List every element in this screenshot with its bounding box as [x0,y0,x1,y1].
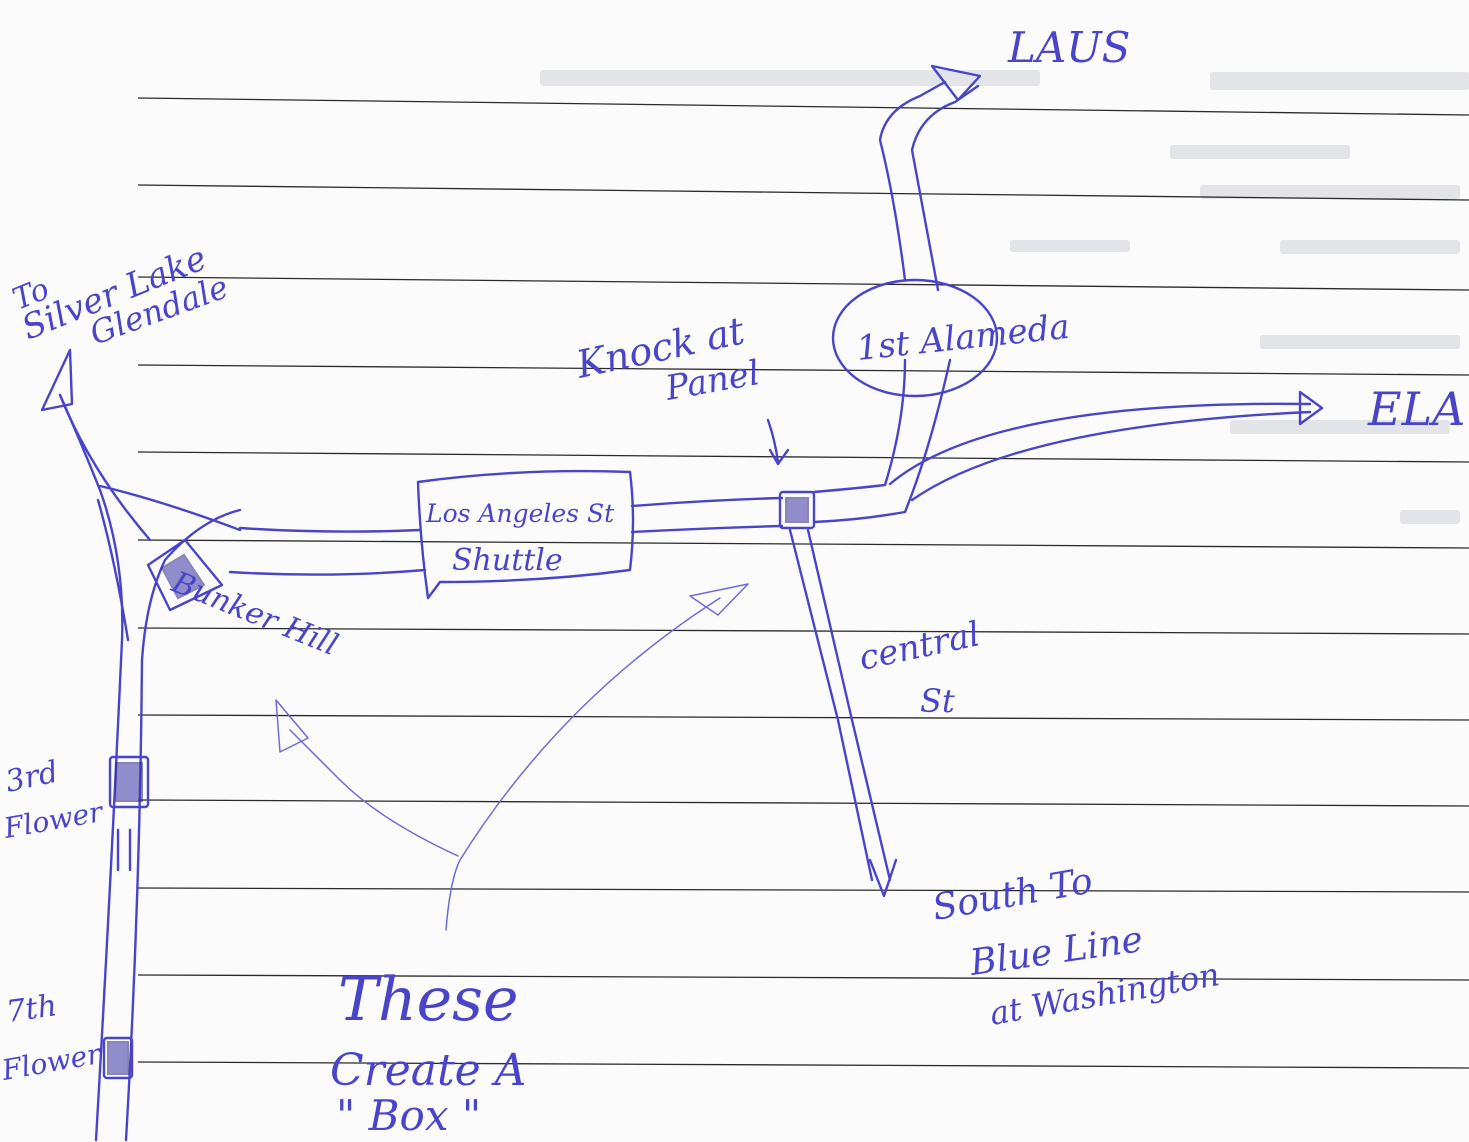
label-3rd-flower: Flower [1,795,107,845]
label-los-angeles-st: Los Angeles St [425,499,615,528]
label-central: central [856,614,984,679]
label-ela: ELA [1367,382,1465,436]
label-south-to: South To [929,860,1095,928]
label-st: St [920,682,955,720]
label-7th: 7th [4,988,59,1030]
knock-at-panel-stop [766,418,816,530]
label-3rd: 3rd [2,755,61,800]
label-these: These [338,965,518,1035]
label-laus: LAUS [1007,23,1130,72]
bunker-hill-stop [146,538,224,612]
bunker-hill-to-los-angeles-st [228,526,427,576]
to-knock-at-panel [630,496,784,534]
label-bunker-hill: Bunker Hill [166,565,343,664]
label-box: " Box " [336,1091,481,1140]
third-flower-stop [108,755,150,872]
label-7th-flower: Flower [0,1037,104,1087]
route-central-st [788,528,898,898]
los-angeles-st-shuttle-box [416,469,635,600]
box-annotation-arrows [275,583,749,931]
bleed-through-print [540,70,1469,524]
route-to-laus [812,64,999,524]
ruled-lines [137,97,1469,1069]
flower-street-route [40,348,242,1142]
seventh-flower-stop [102,1036,134,1080]
label-first-alameda: 1st Alameda [855,307,1072,369]
label-create-a: Create A [330,1045,526,1096]
route-to-ela [888,390,1324,502]
label-shuttle: Shuttle [452,543,563,578]
